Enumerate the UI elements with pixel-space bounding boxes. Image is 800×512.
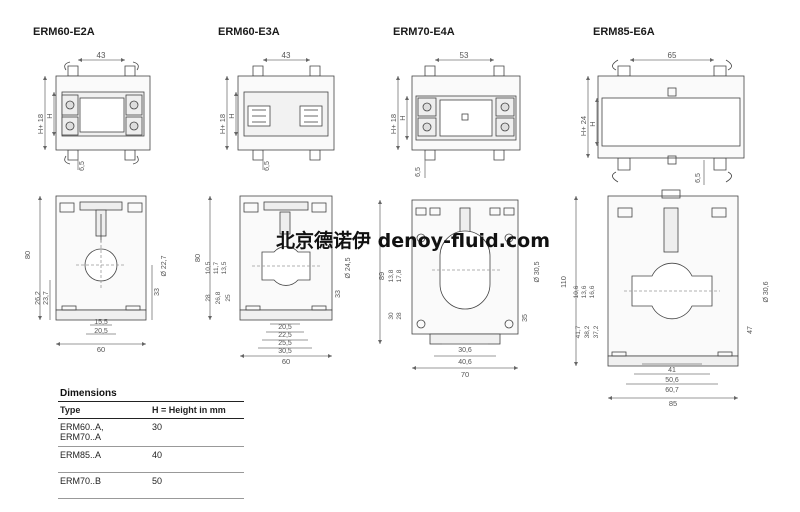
- front-view-e2a: [38, 195, 153, 346]
- dim-e3a-gap: 6,5: [264, 161, 271, 171]
- dimensions-title: Dimensions: [60, 388, 117, 399]
- type-line: ERM60..A,: [60, 422, 104, 432]
- dim-e6a-b1: 41: [668, 367, 676, 374]
- dim-e4a-v4: 28: [396, 312, 403, 320]
- dim-e3a-v5: 26,8: [215, 291, 222, 304]
- dim-e3a-v6: 25: [225, 294, 232, 302]
- dim-e6a-b2: 50,6: [665, 377, 679, 384]
- dim-e4a-gap: 6,5: [415, 167, 422, 177]
- top-view-e6a: [586, 58, 745, 185]
- top-view-e2a: [43, 58, 151, 170]
- dim-e6a-v6: 37,2: [593, 325, 600, 338]
- height-cell: 30: [150, 418, 244, 447]
- header-type: Type: [58, 401, 150, 419]
- dim-e3a-width: 43: [282, 51, 291, 60]
- dim-e6a-h: H: [588, 121, 597, 126]
- type-cell: ERM85..A: [58, 446, 150, 473]
- dim-e6a-hole: Ø 30,6: [763, 281, 770, 302]
- front-view-e4a: [378, 199, 519, 370]
- type-line: ERM70..B: [60, 476, 102, 486]
- dim-e4a-height: 89: [377, 272, 386, 280]
- dim-e2a-b2: 20,5: [94, 328, 108, 335]
- dim-e2a-h18: H+ 18: [36, 114, 45, 134]
- front-view-e3a: [208, 195, 333, 358]
- dim-e6a-v4: 41,7: [575, 325, 582, 338]
- dim-e2a-b1: 15,5: [94, 319, 108, 326]
- dim-e6a-h24: H+ 24: [579, 116, 588, 136]
- dim-e4a-hole: Ø 30,5: [534, 261, 541, 282]
- table-row: ERM60..A, ERM70..A 30: [58, 418, 244, 447]
- dim-e2a-right: 33: [154, 288, 161, 296]
- dim-e3a-b1: 20,5: [278, 324, 292, 331]
- dim-e2a-width: 43: [97, 51, 106, 60]
- header-height: H = Height in mm: [150, 401, 244, 419]
- dim-e3a-h18: H+ 18: [218, 114, 227, 134]
- dim-e3a-v2: 11,7: [213, 262, 220, 275]
- dim-e2a-gap: 6,5: [79, 161, 86, 171]
- table-row: ERM70..B 50: [58, 472, 244, 499]
- dim-e2a-height: 80: [23, 251, 32, 259]
- dim-e4a-v1: 13,8: [388, 269, 395, 282]
- dim-e6a-v1: 10,6: [573, 285, 580, 298]
- dimensions-table: Type H = Height in mm ERM60..A, ERM70..A…: [58, 401, 244, 499]
- type-cell: ERM60..A, ERM70..A: [58, 418, 150, 447]
- dim-e4a-v2: 17,8: [396, 269, 403, 282]
- top-view-e3a: [225, 58, 335, 170]
- height-cell: 50: [150, 472, 244, 499]
- dim-e2a-hole: Ø 22,7: [161, 255, 168, 276]
- dim-e2a-h: H: [45, 113, 54, 118]
- dim-e2a-width-front: 60: [97, 345, 105, 354]
- dim-e6a-v5: 38,2: [584, 325, 591, 338]
- dim-e6a-height: 110: [559, 276, 568, 288]
- dim-e3a-v3: 13,5: [221, 261, 228, 274]
- type-line: ERM85..A: [60, 450, 102, 460]
- dim-e3a-b3: 25,5: [278, 340, 292, 347]
- dim-e4a-b1: 30,6: [458, 347, 472, 354]
- dim-e3a-h: H: [227, 113, 236, 118]
- dim-e4a-v3: 30: [388, 312, 395, 320]
- dim-e3a-right: 33: [335, 290, 342, 298]
- dim-e4a-right: 35: [522, 314, 529, 322]
- dim-e6a-v2: 13,6: [581, 285, 588, 298]
- dim-e2a-d1: 26,2: [35, 291, 42, 305]
- model-title-e3a: ERM60-E3A: [218, 26, 280, 38]
- dim-e4a-b2: 40,6: [458, 359, 472, 366]
- height-cell: 40: [150, 446, 244, 473]
- watermark-text: 北京德诺伊 denoy-fluid.com: [276, 230, 551, 252]
- dim-e3a-width-front: 60: [282, 357, 290, 366]
- dim-e3a-b2: 22,5: [278, 332, 292, 339]
- dim-e3a-b4: 30,5: [278, 348, 292, 355]
- dim-e4a-width: 53: [460, 51, 469, 60]
- model-title-e6a: ERM85-E6A: [593, 26, 655, 38]
- dim-e6a-right: 47: [747, 326, 754, 334]
- dim-e6a-gap: 6,5: [695, 173, 702, 183]
- dim-e4a-h: H: [398, 115, 407, 120]
- table-row: ERM85..A 40: [58, 446, 244, 473]
- dim-e3a-v1: 10,5: [205, 261, 212, 274]
- dim-e6a-v3: 16,6: [589, 285, 596, 298]
- model-title-e4a: ERM70-E4A: [393, 26, 455, 38]
- dim-e3a-height: 80: [193, 254, 202, 262]
- dim-e6a-width-front: 85: [669, 399, 677, 408]
- type-line: ERM70..A: [60, 432, 102, 442]
- dim-e2a-d2: 23,7: [43, 291, 50, 305]
- type-cell: ERM70..B: [58, 472, 150, 499]
- dim-e6a-b3: 60,7: [665, 387, 679, 394]
- dim-e3a-v4: 28: [205, 294, 212, 302]
- model-title-e2a: ERM60-E2A: [33, 26, 95, 38]
- dim-e6a-width: 65: [668, 51, 677, 60]
- top-view-e4a: [396, 58, 521, 178]
- front-view-e6a: [574, 189, 739, 400]
- dim-e4a-h18: H+ 18: [389, 114, 398, 134]
- dim-e3a-hole: Ø 24,5: [345, 257, 352, 278]
- dim-e4a-width-front: 70: [461, 370, 469, 379]
